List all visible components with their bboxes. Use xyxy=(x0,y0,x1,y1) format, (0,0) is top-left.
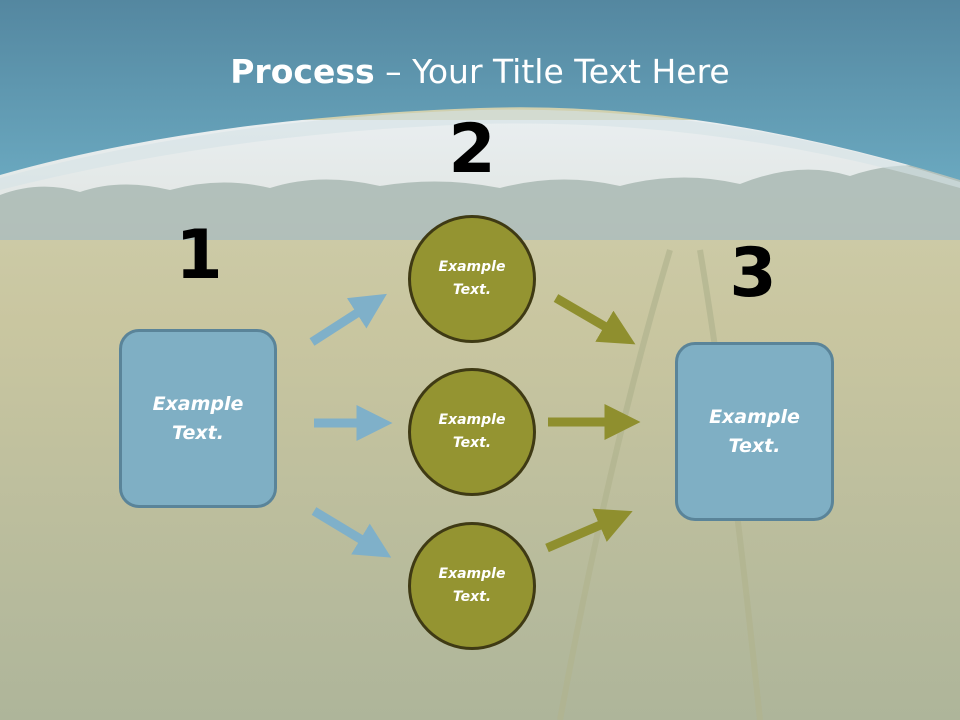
title-bold: Process xyxy=(230,52,375,91)
circle-middle-text: Example Text. xyxy=(438,412,506,451)
arrow-top-to-3 xyxy=(553,294,636,345)
arrow-1-to-top xyxy=(309,293,387,346)
step-1-box: Example Text. xyxy=(119,329,277,508)
circle-bottom-text: Example Text. xyxy=(438,566,506,605)
circle-top-text: Example Text. xyxy=(438,259,506,298)
arrow-1-to-bottom xyxy=(311,507,392,558)
step-number-3: 3 xyxy=(729,234,777,313)
step-number-2: 2 xyxy=(448,110,496,189)
step-2-circle-middle: Example Text. xyxy=(408,368,536,496)
title-rest: – Your Title Text Here xyxy=(374,52,730,91)
step-3-text: Example Text. xyxy=(709,405,800,457)
arrow-bottom-to-3 xyxy=(545,508,633,553)
step-1-text: Example Text. xyxy=(152,392,244,444)
step-2-circle-bottom: Example Text. xyxy=(408,522,536,650)
step-number-1: 1 xyxy=(175,216,223,295)
step-3-box: Example Text. xyxy=(675,342,834,521)
slide-title: Process – Your Title Text Here xyxy=(0,52,960,91)
step-2-circle-top: Example Text. xyxy=(408,215,536,343)
